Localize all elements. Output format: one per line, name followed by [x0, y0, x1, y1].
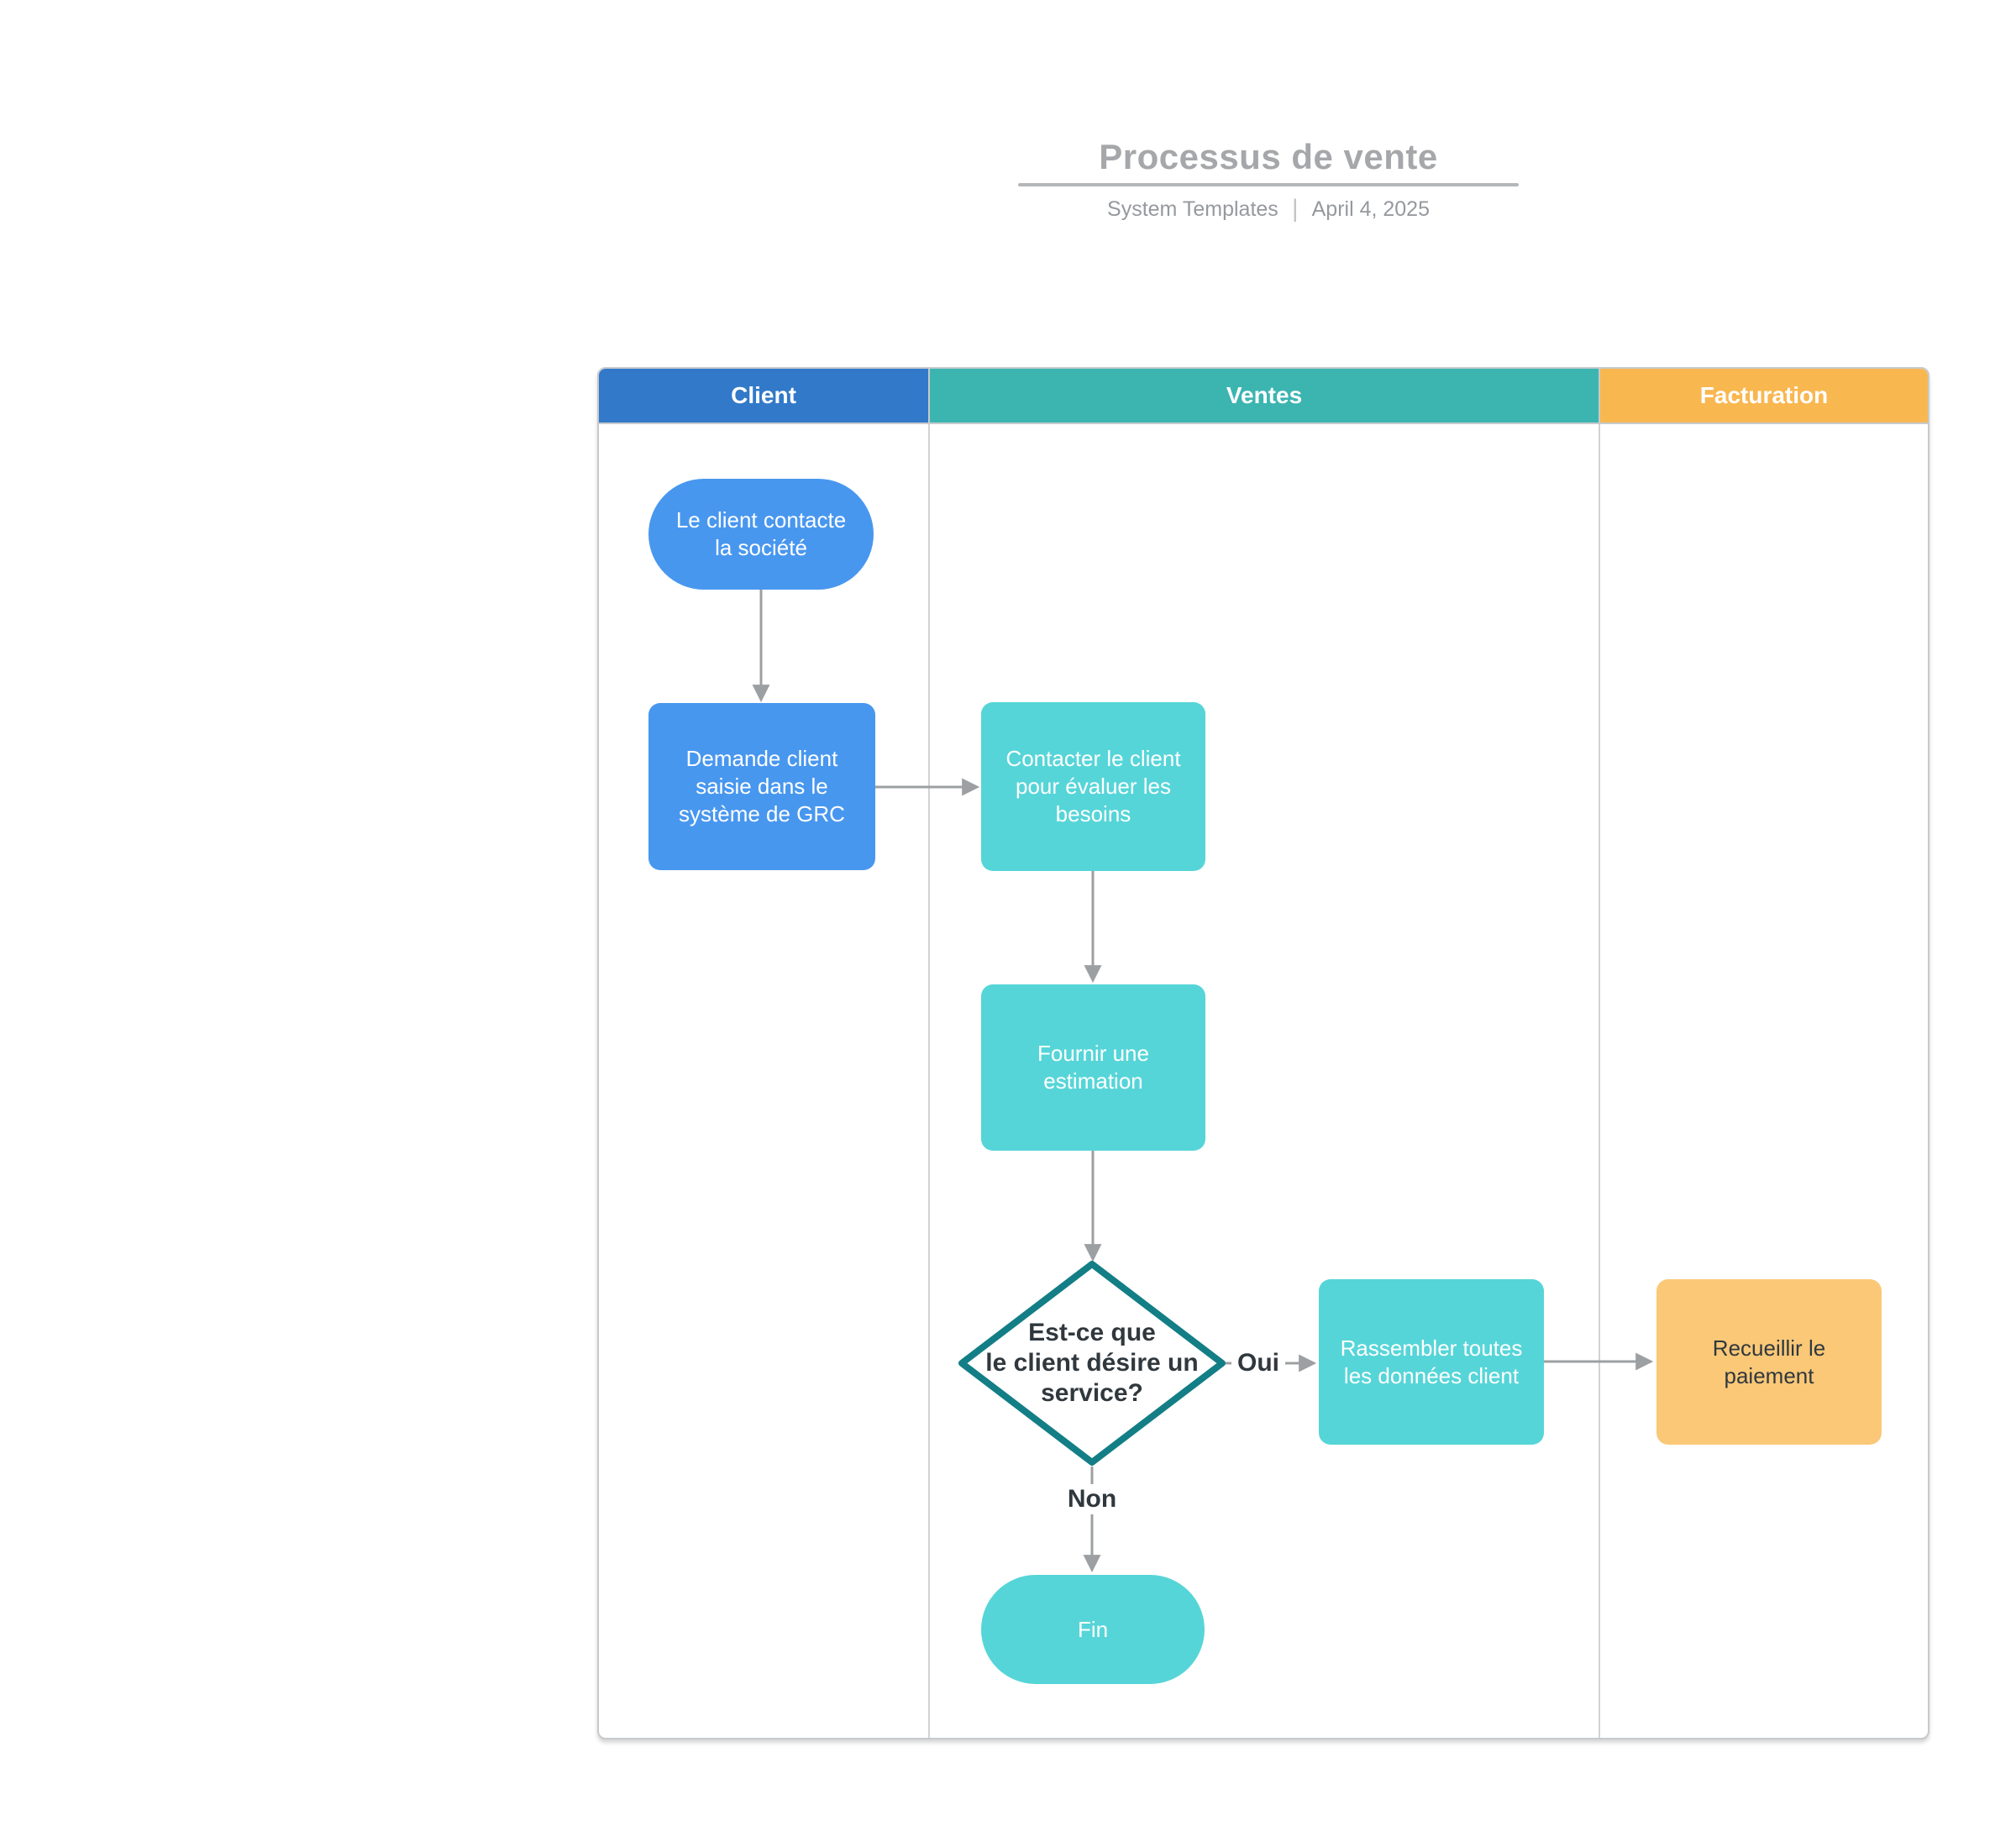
diagram-title: Processus de vente: [1099, 137, 1438, 176]
lane-header-client[interactable]: Client: [599, 369, 928, 422]
crm-entry-node[interactable]: Demande client saisie dans le système de…: [648, 703, 875, 870]
lane-facturation: [1599, 424, 1928, 1738]
estimate-node[interactable]: Fournir une estimation: [981, 984, 1205, 1151]
lane-header-client-label: Client: [731, 382, 796, 408]
lane-header-facturation-label: Facturation: [1699, 382, 1829, 408]
gather-data-node-label: Rassembler toutes les données client: [1340, 1335, 1523, 1388]
end-node[interactable]: Fin: [981, 1575, 1205, 1684]
collect-payment-node-label: Recueillir le paiement: [1712, 1335, 1826, 1388]
end-node-label: Fin: [1077, 1616, 1109, 1642]
diagram-author: System Templates: [1107, 197, 1278, 221]
estimate-node-label: Fournir une estimation: [1037, 1041, 1149, 1094]
collect-payment-node[interactable]: Recueillir le paiement: [1656, 1279, 1882, 1445]
lane-ventes: [928, 424, 1599, 1738]
edge-label-oui: Oui: [1231, 1348, 1285, 1378]
start-node[interactable]: Le client contacte la société: [648, 479, 874, 590]
lane-body-row: [599, 424, 1928, 1738]
contact-client-node[interactable]: Contacter le client pour évaluer les bes…: [981, 702, 1205, 871]
lane-header-row: Client Ventes Facturation: [599, 369, 1928, 424]
lane-header-ventes-label: Ventes: [1226, 382, 1303, 408]
title-underline: [1018, 183, 1519, 186]
lane-header-ventes[interactable]: Ventes: [928, 369, 1599, 422]
meta-divider: |: [1291, 195, 1299, 223]
title-block: Processus de vente System Templates | Ap…: [932, 138, 1604, 222]
crm-entry-node-label: Demande client saisie dans le système de…: [679, 746, 845, 826]
contact-client-node-label: Contacter le client pour évaluer les bes…: [1005, 746, 1181, 826]
gather-data-node[interactable]: Rassembler toutes les données client: [1319, 1279, 1544, 1445]
decision-diamond[interactable]: Est-ce que le client désire un service?: [958, 1315, 1226, 1411]
diagram-date: April 4, 2025: [1311, 197, 1430, 221]
decision-diamond-shape: [958, 1261, 1226, 1466]
swimlane-table: Client Ventes Facturation: [597, 367, 1929, 1739]
diagram-meta: System Templates | April 4, 2025: [932, 197, 1604, 222]
edge-label-non: Non: [1057, 1484, 1127, 1514]
decision-label: Est-ce que le client désire un service?: [985, 1319, 1199, 1407]
start-node-label: Le client contacte la société: [675, 507, 847, 560]
lane-header-facturation[interactable]: Facturation: [1599, 369, 1928, 422]
